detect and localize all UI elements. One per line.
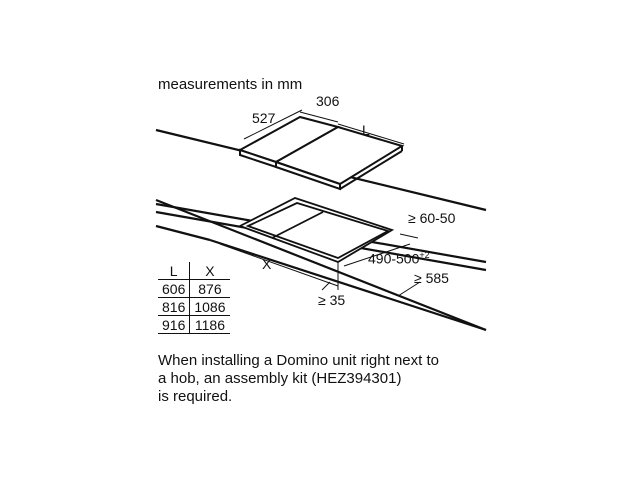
table-row: 916 1186 [158,315,230,334]
dim-527: 527 [252,110,276,126]
note-line-3: is required. [158,388,233,405]
table-header-row: L X [158,262,230,280]
table-row: 816 1086 [158,297,230,316]
hob-units [237,115,405,191]
dim-60-50: ≥ 60-50 [408,210,456,226]
measurements-heading: measurements in mm [158,76,303,93]
cell-L: 606 [158,279,190,298]
dim-35: ≥ 35 [318,292,346,308]
dimension-lines [219,109,421,297]
cell-L: 916 [158,315,190,334]
worktop-cutout [237,197,395,263]
header-X: X [189,262,230,280]
cell-X: 876 [189,279,230,298]
note-line-2: a hob, an assembly kit (HEZ394301) [158,370,402,387]
dim-490-500: 490-500+2 [368,250,430,267]
cell-L: 816 [158,297,190,316]
dim-490-500-tolerance: +2 [419,250,430,260]
size-table: L X 606 876 816 1086 916 1186 [158,262,230,334]
note-line-1: When installing a Domino unit right next… [158,352,439,369]
dim-490-500-value: 490-500 [368,250,420,267]
dim-L: L [362,122,370,138]
dim-585: ≥ 585 [414,270,449,286]
dim-X: X [262,256,272,272]
header-L: L [158,262,190,280]
dim-306: 306 [316,93,340,109]
installation-note: When installing a Domino unit right next… [158,352,439,406]
table-row: 606 876 [158,279,230,298]
cell-X: 1086 [189,297,230,316]
cell-X: 1186 [189,315,230,334]
